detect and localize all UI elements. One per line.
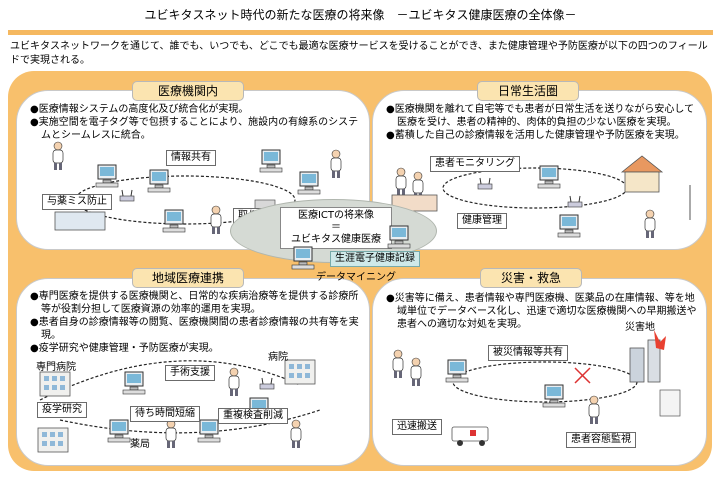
label-duplicate-test: 重複検査削減 [218,408,288,424]
label-rapid-transport: 迅速搬送 [392,419,442,435]
label-medication-error-prevention: 与薬ミス防止 [42,194,112,210]
label-patient-monitoring: 患者モニタリング [430,156,520,172]
label-disaster-info-share: 被災情報等共有 [488,345,568,361]
panel-hospital-bullets: ●医療情報システムの高度化及び統合化が実現。 ●実施空間を電子タグ等で包摂するこ… [30,103,360,142]
bullet: ●災害等に備え、患者情報や専門医療機、医薬品の在庫情報、等を地域単位でデータベー… [386,293,697,330]
center-line-3: ユビキタス健康医療 [291,234,381,245]
label-hospital: 病院 [268,352,288,363]
panel-disaster-title: 災害・救急 [480,268,582,288]
bullet: ●患者自身の診療情報等の閲覧、医療機関間の患者診療情報の共有等を実現。 [30,317,359,341]
panel-disaster-bullets: ●災害等に備え、患者情報や専門医療機、医薬品の在庫情報、等を地域単位でデータベー… [386,292,700,331]
center-line-1: 医療ICTの将来像 [297,210,375,221]
panel-regional-bullets: ●専門医療を提供する医療機関と、日常的な疾病治療等を提供する診療所等が役割分担し… [30,290,366,355]
label-waiting-time: 待ち時間短縮 [130,406,200,422]
label-patient-vitals: 患者容態監視 [566,432,636,448]
label-lifelong-ehr: 生涯電子健康記録 [330,251,420,267]
label-disaster-site: 災害地 [625,322,655,333]
label-data-mining: データマイニング [316,272,396,283]
bullet: ●医療情報システムの高度化及び統合化が実現。 [30,104,249,115]
label-epidemiology: 疫学研究 [37,402,87,418]
panel-regional-title: 地域医療連携 [132,268,244,288]
intro-text: ユビキタスネットワークを通じて、誰でも、いつでも、どこでも最適な医療サービスを受… [10,41,708,66]
center-title-box: 医療ICTの将来像 ＝ ユビキタス健康医療 [280,207,392,249]
panel-hospital-title: 医療機関内 [132,81,244,101]
center-line-2: ＝ [331,222,341,233]
label-specialist-hospital: 専門病院 [36,362,76,373]
label-pharmacy: 薬局 [130,439,150,450]
panel-daily-title: 日常生活圏 [477,81,579,101]
bullet: ●疫学研究や健康管理・予防医療が実現。 [30,343,219,354]
bullet: ●専門医療を提供する医療機関と、日常的な疾病治療等を提供する診療所等が役割分担し… [30,291,359,315]
bullet: ●実施空間を電子タグ等で包摂することにより、施設内の有線系のシステムとシームレス… [30,117,359,141]
page-title: ユビキタスネット時代の新たな医療の将来像 －ユビキタス健康医療の全体像－ [144,8,577,22]
bullet: ●医療機関を離れて自宅等でも患者が日常生活を送りながら安心して医療を受け、患者の… [386,104,695,128]
label-surgery-support: 手術支援 [165,365,215,381]
label-info-share: 情報共有 [166,150,216,166]
bullet: ●蓄積した自己の診療情報を活用した健康管理や予防医療を実現。 [386,130,685,141]
panel-daily-bullets: ●医療機関を離れて自宅等でも患者が日常生活を送りながら安心して医療を受け、患者の… [386,103,698,142]
title-underline [8,30,713,35]
label-health-management: 健康管理 [457,213,507,229]
